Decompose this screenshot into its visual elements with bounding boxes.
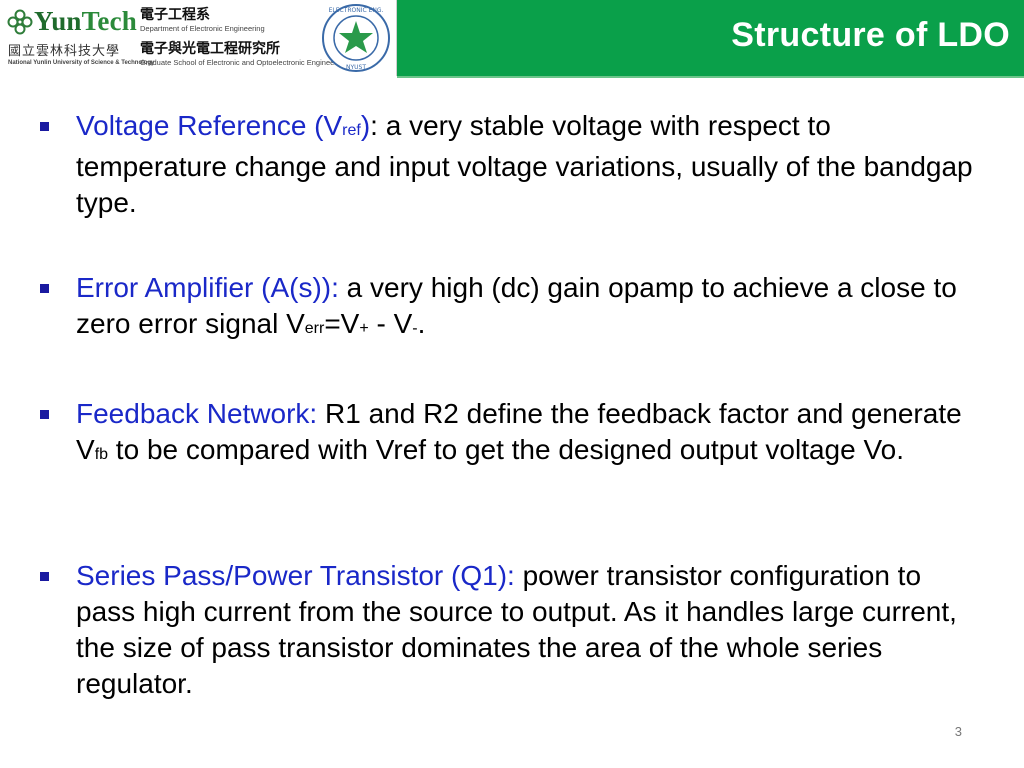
graduate-school-name-cn: 電子與光電工程研究所	[140, 41, 280, 57]
brand-name: YunTech	[34, 6, 137, 36]
page-number: 3	[954, 724, 962, 739]
title-bar: Structure of LDO	[397, 0, 1024, 78]
bullet-square-icon	[40, 572, 49, 581]
svg-text:ELECTRONIC ENG.: ELECTRONIC ENG.	[329, 7, 384, 14]
bullet-text: Error Amplifier (A(s)): a very high (dc)…	[76, 272, 957, 339]
term-label: Feedback Network:	[76, 398, 318, 429]
term-label: Voltage Reference (Vref)	[76, 110, 371, 141]
bullet-text: Feedback Network: R1 and R2 define the f…	[76, 398, 962, 465]
department-name-en: Department of Electronic Engineering	[140, 24, 265, 33]
department-name-cn: 電子工程系	[140, 7, 210, 23]
university-name-en: National Yunlin University of Science & …	[8, 60, 155, 66]
term-label: Error Amplifier (A(s)):	[76, 272, 339, 303]
svg-text:NYUST: NYUST	[346, 64, 366, 71]
bullet-text: Series Pass/Power Transistor (Q1): power…	[76, 560, 957, 699]
bullet-text: Voltage Reference (Vref): a very stable …	[76, 110, 973, 218]
department-seal-icon: ELECTRONIC ENG. NYUST	[322, 4, 390, 72]
slide-header: YunTech 國立雲林科技大學 National Yunlin Univers…	[0, 0, 1024, 78]
yuntech-logo: YunTech 國立雲林科技大學 National Yunlin Univers…	[0, 0, 397, 76]
bullet-square-icon	[40, 122, 49, 131]
flower-logo-icon	[7, 9, 33, 35]
term-label: Series Pass/Power Transistor (Q1):	[76, 560, 515, 591]
bullet-square-icon	[40, 410, 49, 419]
university-name-cn: 國立雲林科技大學	[8, 44, 121, 59]
graduate-school-name-en: Graduate School of Electronic and Optoel…	[140, 58, 347, 67]
slide-title: Structure of LDO	[731, 16, 1010, 54]
bullet-square-icon	[40, 284, 49, 293]
